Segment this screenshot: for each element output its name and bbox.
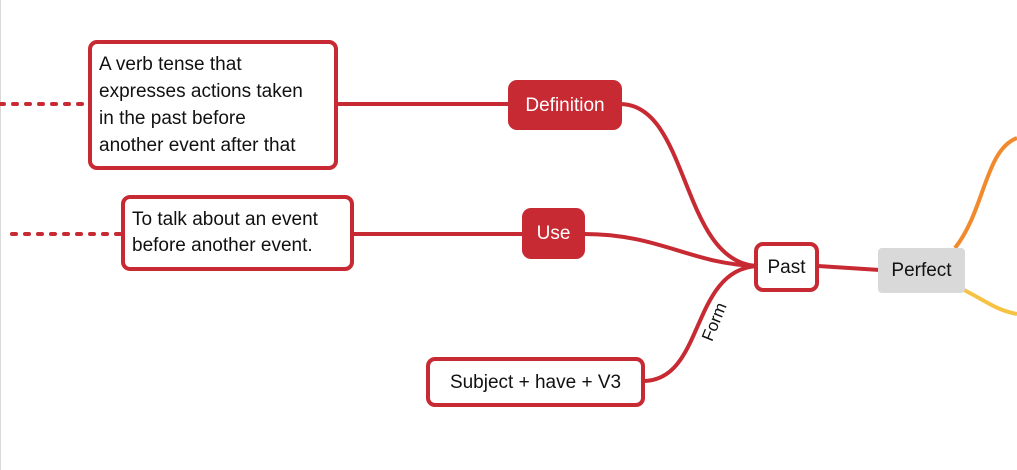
definition-node[interactable]: Definition bbox=[508, 80, 622, 130]
use-detail-node[interactable]: To talk about an event before another ev… bbox=[121, 195, 354, 271]
past-label: Past bbox=[767, 256, 806, 278]
use-label: Use bbox=[536, 223, 571, 244]
use-node[interactable]: Use bbox=[522, 208, 585, 259]
canvas-left-border bbox=[0, 0, 1, 470]
past-node[interactable]: Past bbox=[754, 242, 819, 292]
connector-perfect-yellow bbox=[959, 286, 1017, 316]
form-detail-text: Subject + have + V3 bbox=[449, 371, 622, 393]
definition-detail-text: A verb tense that expresses actions take… bbox=[99, 54, 303, 156]
definition-detail-node[interactable]: A verb tense that expresses actions take… bbox=[88, 40, 338, 170]
connector-use-past bbox=[583, 232, 758, 268]
form-detail-node[interactable]: Subject + have + V3 bbox=[426, 357, 645, 407]
connector-definition-past bbox=[619, 102, 758, 268]
connector-form-past bbox=[642, 264, 758, 383]
definition-label: Definition bbox=[525, 94, 605, 116]
connector-past-perfect bbox=[817, 264, 881, 272]
use-detail-text: To talk about an event before another ev… bbox=[132, 209, 318, 256]
perfect-node[interactable]: Perfect bbox=[878, 248, 965, 293]
connector-perfect-orange bbox=[953, 136, 1017, 250]
perfect-label: Perfect bbox=[891, 260, 952, 281]
